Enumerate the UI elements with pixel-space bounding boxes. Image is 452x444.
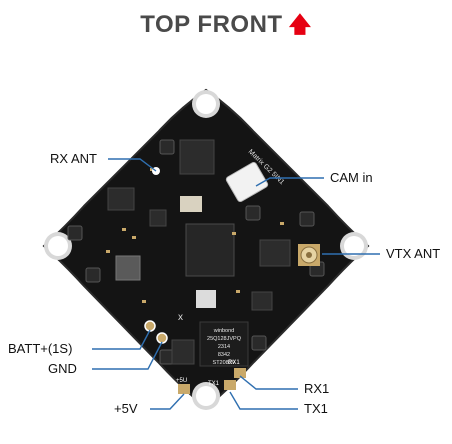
flash-chip-text: winbond 25Q128JVPQ 2314 8342 ST2082V	[207, 328, 242, 366]
label-rx-ant: RX ANT	[50, 151, 97, 166]
pad-silk-v5: +5U	[176, 378, 187, 384]
page-title: TOP FRONT🡅	[0, 8, 452, 46]
label-batt: BATT+(1S)	[8, 341, 73, 356]
v5-pad	[178, 384, 190, 394]
up-arrow-icon: 🡅	[288, 12, 312, 37]
cam-connector	[225, 161, 269, 203]
label-rx1: RX1	[304, 381, 330, 396]
passives	[106, 168, 284, 303]
chip-text-2: 2314	[218, 344, 230, 350]
motor-pads	[67, 139, 325, 365]
chip-text-0: winbond	[213, 328, 235, 334]
mounting-holes	[44, 90, 368, 410]
label-5v: +5V	[114, 401, 138, 416]
label-gnd: GND	[48, 361, 77, 376]
pad-silkscreen: +5U TX1 RX1	[176, 360, 240, 387]
rx1-pad	[234, 368, 246, 378]
label-cam-in: CAM in	[330, 170, 373, 185]
title-text: TOP FRONT	[140, 11, 283, 38]
chip-text-4: ST2082V	[213, 360, 236, 366]
flash-chip	[199, 321, 249, 367]
vtx-connector	[298, 244, 320, 266]
callout-lines	[92, 158, 380, 410]
gnd-pad	[156, 332, 168, 344]
pad-silk-tx1: TX1	[208, 381, 220, 387]
pad-silk-rx1: RX1	[228, 360, 240, 366]
label-tx1: TX1	[304, 401, 328, 416]
chip-text-3: 8342	[218, 352, 230, 358]
board-silk-x: x	[178, 312, 183, 323]
label-vtx-ant: VTX ANT	[386, 246, 441, 261]
components	[107, 139, 291, 367]
chip-text-1: 25Q128JVPQ	[207, 336, 242, 342]
batt-pad	[144, 320, 156, 332]
solder-pads	[144, 320, 246, 394]
tx1-pad	[224, 380, 236, 390]
